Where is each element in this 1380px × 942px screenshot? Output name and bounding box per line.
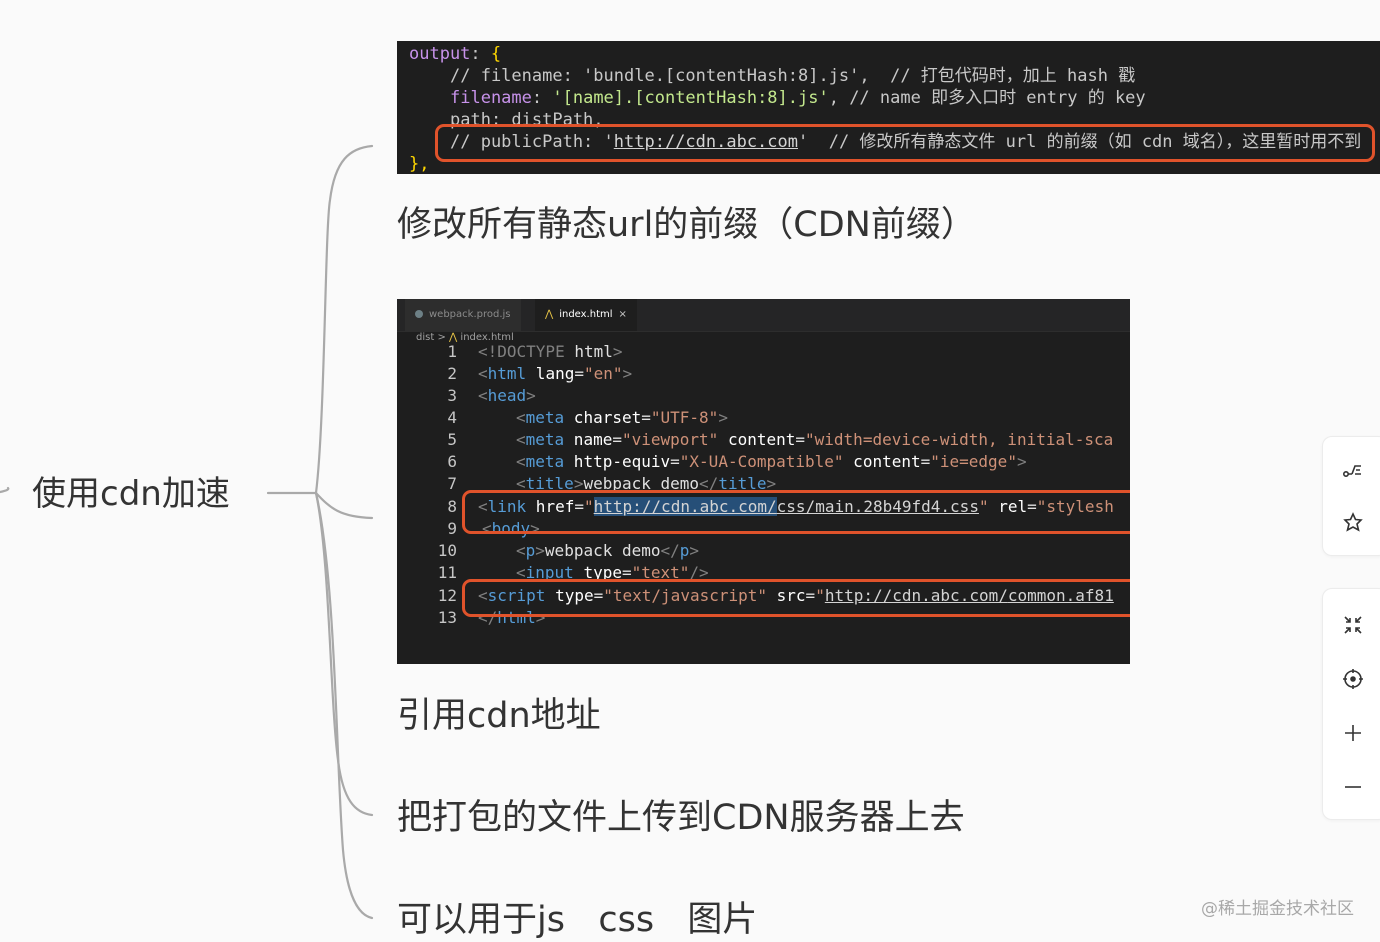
code-line: output: { bbox=[409, 44, 502, 64]
code-line: }, bbox=[409, 154, 430, 174]
highlight-box bbox=[435, 124, 1375, 162]
mindmap-node-js-css-images[interactable]: 可以用于js css 图片 bbox=[397, 900, 758, 940]
html-file-icon: ⋀ bbox=[449, 332, 458, 343]
code-image-index-html: webpack.prod.js ⋀index.html× dist > ⋀ in… bbox=[397, 299, 1130, 664]
editor-tab-bar: webpack.prod.js ⋀index.html× bbox=[397, 299, 1130, 332]
zoom-in-icon[interactable] bbox=[1341, 721, 1365, 745]
mindmap-node-cdn-address[interactable]: 引用cdn地址 bbox=[397, 696, 601, 736]
mindmap-node-static-url-prefix[interactable]: 修改所有静态url的前缀（CDN前缀） bbox=[397, 205, 976, 245]
html-file-icon: ⋀ bbox=[545, 309, 554, 320]
zoom-out-icon[interactable] bbox=[1341, 775, 1365, 799]
code-line: // publicPath: 'http://cdn.abc.com' // 修… bbox=[450, 132, 1362, 152]
collapse-icon[interactable] bbox=[1341, 613, 1365, 637]
toolbar-group-top bbox=[1322, 436, 1380, 556]
theme-icon[interactable] bbox=[1341, 457, 1365, 481]
locate-icon[interactable] bbox=[1341, 667, 1365, 691]
highlight-box bbox=[462, 490, 1130, 534]
puzzle-icon[interactable] bbox=[1341, 511, 1365, 535]
tab-webpack-prod-js[interactable]: webpack.prod.js bbox=[405, 299, 521, 331]
mindmap-root-node[interactable]: 使用cdn加速 bbox=[32, 474, 230, 514]
js-file-icon bbox=[415, 310, 423, 318]
code-line: // filename: 'bundle.[contentHash:8].js'… bbox=[450, 66, 1136, 86]
watermark: @稀土掘金技术社区 bbox=[1201, 899, 1354, 919]
code-image-output-config: output: { // filename: 'bundle.[contentH… bbox=[397, 41, 1380, 174]
highlight-box bbox=[462, 579, 1130, 617]
tab-index-html[interactable]: ⋀index.html× bbox=[535, 299, 637, 331]
close-icon[interactable]: × bbox=[618, 309, 627, 320]
breadcrumb: dist > ⋀ index.html bbox=[416, 332, 514, 343]
mindmap-node-upload-cdn[interactable]: 把打包的文件上传到CDN服务器上去 bbox=[397, 798, 965, 838]
toolbar-group-zoom bbox=[1322, 588, 1380, 820]
code-line: filename: '[name].[contentHash:8].js', /… bbox=[450, 88, 1146, 108]
